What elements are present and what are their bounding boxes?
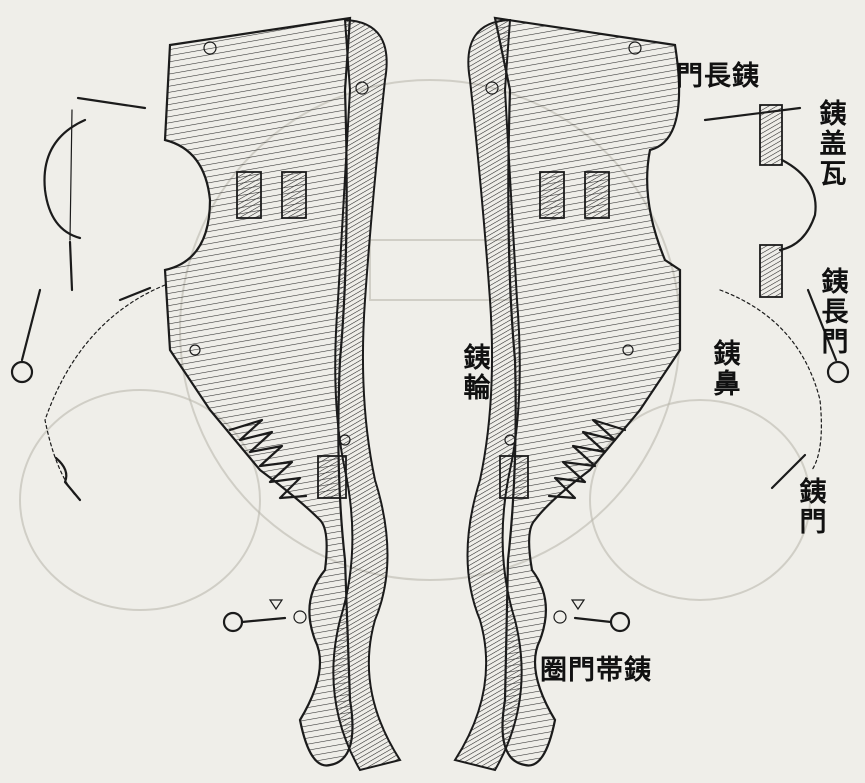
right-pin-assembly	[719, 288, 850, 490]
label-hinge-length: 門長銕	[676, 61, 760, 92]
left-plate	[163, 16, 402, 772]
left-saw-teeth	[228, 418, 308, 500]
right-slot-2	[584, 171, 610, 219]
bleed-through-ghost	[19, 79, 811, 611]
left-slot-2	[281, 171, 307, 219]
right-slot-3	[499, 455, 529, 499]
right-hinge-strap	[703, 104, 817, 298]
right-saw-teeth	[547, 418, 627, 500]
left-pin-assembly	[10, 284, 166, 502]
label-wheel: 銕輪	[463, 343, 491, 404]
right-plate	[453, 16, 682, 772]
left-hinge-strap	[43, 96, 147, 292]
left-slot-3	[317, 455, 347, 499]
right-slot-1	[539, 171, 565, 219]
label-pin-cap: 銕盖瓦	[819, 99, 847, 190]
label-nose: 銕鼻	[713, 339, 741, 400]
label-pin-length-lower: 銕長門	[821, 267, 849, 358]
bottom-strap-loops	[222, 599, 631, 633]
label-gate: 銕門	[799, 477, 827, 538]
left-slot-1	[236, 171, 262, 219]
label-strap-loop: 圈門帯銕	[540, 655, 652, 686]
